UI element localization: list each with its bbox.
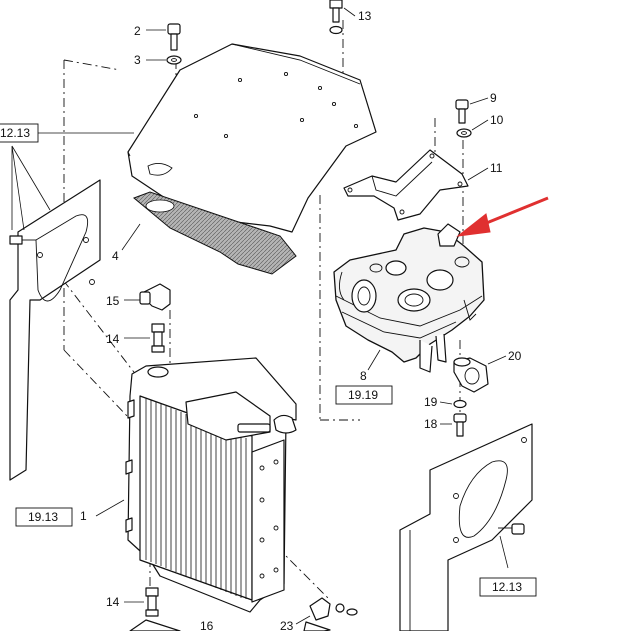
reference-box-tank: 19.19 <box>335 385 393 405</box>
radiator-fins <box>145 398 247 599</box>
callout-2: 2 <box>134 24 141 38</box>
callout-labels: 2 3 13 9 10 11 4 15 14 8 20 19 18 1 14 1… <box>80 9 522 631</box>
callout-4: 4 <box>112 249 119 263</box>
bolt-2 <box>167 23 181 51</box>
fitting-23-group <box>303 597 358 631</box>
expansion-tank <box>333 223 485 373</box>
bolt-top <box>329 0 343 35</box>
callout-1: 1 <box>80 509 87 523</box>
callout-8: 8 <box>360 369 367 383</box>
callout-23: 23 <box>280 619 294 631</box>
callout-20: 20 <box>508 349 522 363</box>
callout-19: 19 <box>424 395 438 409</box>
callout-14-lower: 14 <box>106 595 120 609</box>
callout-15: 15 <box>106 294 120 308</box>
svg-text:12.13: 12.13 <box>0 126 30 140</box>
callout-13: 13 <box>358 9 372 23</box>
left-bracket-panel <box>9 179 101 481</box>
callout-18: 18 <box>424 417 438 431</box>
callout-9: 9 <box>490 91 497 105</box>
callout-16: 16 <box>200 619 214 631</box>
bolt-9 <box>455 99 469 124</box>
callout-14-upper: 14 <box>106 332 120 346</box>
right-bracket-panel <box>399 423 533 631</box>
bolt-18 <box>453 413 467 437</box>
svg-text:19.19: 19.19 <box>348 388 378 402</box>
red-indicator-arrow <box>456 196 549 237</box>
gasket <box>133 191 297 275</box>
reference-box-left-top: 12.13 <box>0 123 39 143</box>
callout-10: 10 <box>490 113 504 127</box>
reference-box-right-bottom: 12.13 <box>479 577 537 597</box>
callout-11: 11 <box>490 161 503 175</box>
svg-text:19.13: 19.13 <box>28 510 58 524</box>
washer-3 <box>166 55 182 65</box>
elbow-fitting-15 <box>139 283 171 311</box>
svg-text:12.13: 12.13 <box>492 580 522 594</box>
clamp-20 <box>453 357 489 393</box>
callout-3: 3 <box>134 53 141 67</box>
reference-box-radiator: 19.13 <box>15 507 73 527</box>
left-bolt <box>9 235 36 245</box>
bottom-bracket-16 <box>129 619 181 631</box>
bracket-11 <box>343 149 469 221</box>
washer-10 <box>456 128 472 138</box>
washer-19 <box>453 399 467 409</box>
fitting-14-lower <box>145 587 159 617</box>
leader-lines <box>11 7 509 625</box>
fitting-14-upper <box>151 323 165 353</box>
radiator-cooler <box>125 357 297 613</box>
right-bolt <box>498 523 525 535</box>
